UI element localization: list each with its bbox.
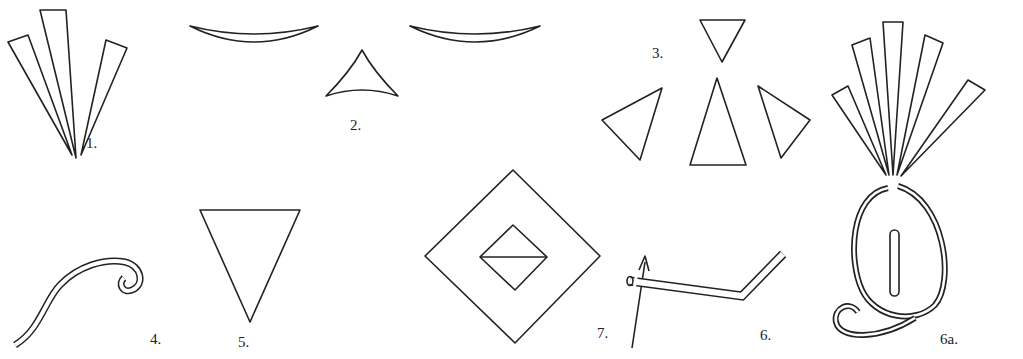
callout-number: 5. (238, 335, 249, 350)
triangle-figure (200, 210, 300, 322)
diamond-figure (425, 170, 600, 343)
callout-number: 6. (760, 328, 771, 343)
callout-number: 6a. (940, 332, 958, 347)
callout-number: 4. (150, 332, 161, 347)
callout-number: 3. (652, 46, 663, 61)
callout-number: 7. (597, 326, 608, 341)
callout-number: 2. (350, 118, 361, 133)
crescent-figure (190, 26, 540, 96)
arrow-band-figure (627, 254, 783, 348)
triangle-cluster (602, 20, 810, 165)
fan-figure (8, 10, 127, 158)
fan-loop-figure (832, 22, 985, 335)
callout-number: 1. (86, 136, 97, 151)
scroll-figure (15, 261, 140, 345)
